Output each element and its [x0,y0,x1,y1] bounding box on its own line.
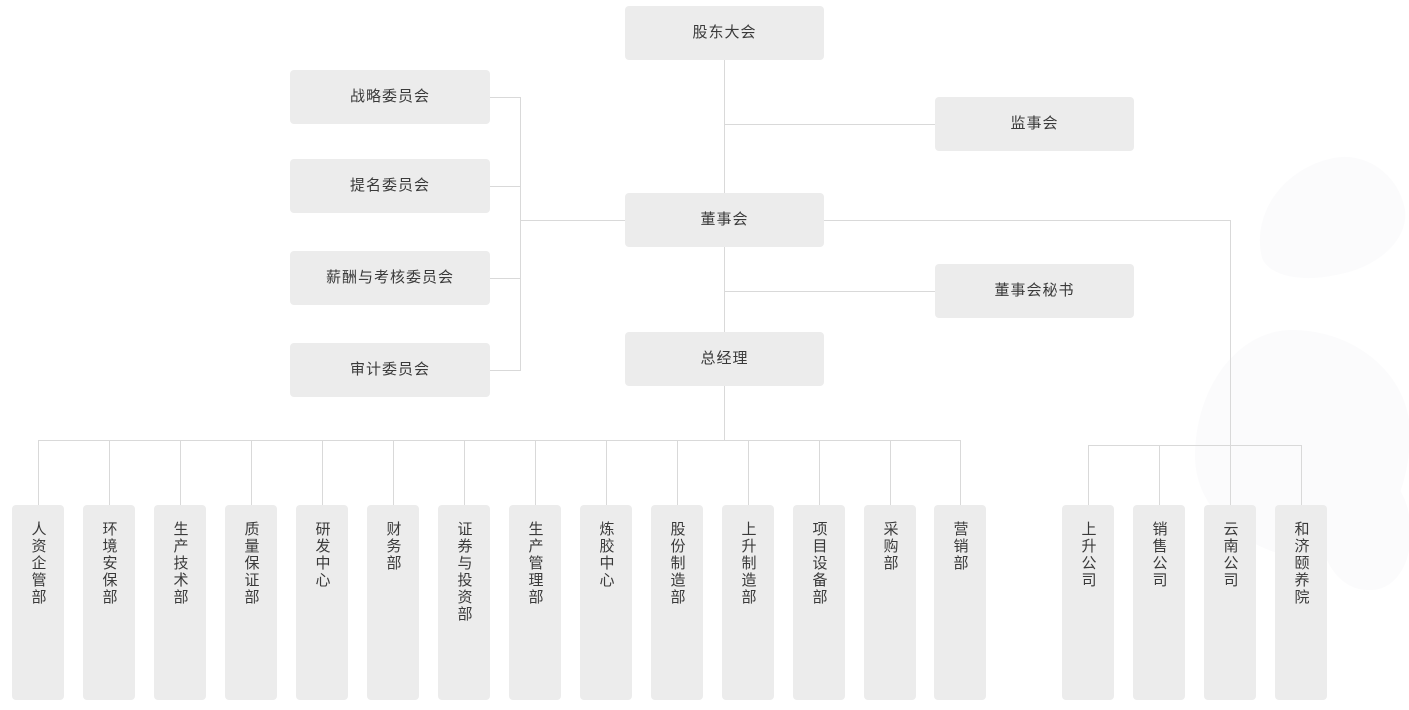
connector-department-drop [38,440,39,505]
node-committee-nomination[interactable]: 提名委员会 [290,159,490,213]
node-department-securities-investment[interactable]: 证券与投资部 [438,505,490,700]
node-subsidiary-heji-nursing-home[interactable]: 和济颐养院 [1275,505,1327,700]
node-board-of-directors[interactable]: 董事会 [625,193,824,247]
node-committee-remuneration-appraisal[interactable]: 薪酬与考核委员会 [290,251,490,305]
node-department-project-equipment[interactable]: 项目设备部 [793,505,845,700]
node-subsidiary-sales-company[interactable]: 销售公司 [1133,505,1185,700]
connector-committee-stub-3 [490,278,521,279]
connector-committee-stub-2 [490,186,521,187]
node-subsidiary-shangsheng-company[interactable]: 上升公司 [1062,505,1114,700]
node-department-shangsheng-manufacturing[interactable]: 上升制造部 [722,505,774,700]
node-label: 股份制造部 [668,521,686,606]
node-label: 营销部 [951,521,969,572]
node-department-finance[interactable]: 财务部 [367,505,419,700]
node-label: 战略委员会 [349,87,430,105]
node-label: 董事会 [700,210,749,228]
node-label: 薪酬与考核委员会 [325,268,454,286]
connector-general-manager-to-department-bus [724,386,725,440]
node-label: 财务部 [384,521,402,572]
connector-subsidiary-drop [1230,445,1231,505]
node-label: 生产管理部 [526,521,544,606]
connector-subsidiary-drop [1301,445,1302,505]
node-label: 质量保证部 [242,521,260,606]
node-department-quality-assurance[interactable]: 质量保证部 [225,505,277,700]
connector-department-drop [251,440,252,505]
node-department-hr-enterprise-management[interactable]: 人资企管部 [12,505,64,700]
node-department-shares-manufacturing[interactable]: 股份制造部 [651,505,703,700]
connector-committee-stub-4 [490,370,521,371]
node-department-marketing[interactable]: 营销部 [934,505,986,700]
node-label: 研发中心 [313,521,331,589]
node-shareholders-meeting[interactable]: 股东大会 [625,6,824,60]
connector-department-drop [677,440,678,505]
connector-department-drop [322,440,323,505]
connector-department-drop [960,440,961,505]
node-label: 生产技术部 [171,521,189,606]
connector-department-drop [109,440,110,505]
node-label: 销售公司 [1150,521,1168,589]
connector-department-bus [38,440,961,441]
node-label: 环境安保部 [100,521,118,606]
node-label: 项目设备部 [810,521,828,606]
node-label: 提名委员会 [349,176,430,194]
node-label: 炼胶中心 [597,521,615,589]
connector-department-drop [748,440,749,505]
node-department-environment-security[interactable]: 环境安保部 [83,505,135,700]
connector-department-drop [606,440,607,505]
connector-board-to-secretary [724,291,935,292]
connector-subsidiary-spine-vertical [1230,220,1231,445]
node-label: 云南公司 [1221,521,1239,589]
node-label: 审计委员会 [349,360,430,378]
connector-committee-stub-1 [490,97,521,98]
background-watermark [1320,470,1409,590]
node-label: 证券与投资部 [455,521,473,623]
connector-shareholders-to-board [724,60,725,194]
node-committee-strategy[interactable]: 战略委员会 [290,70,490,124]
node-department-rubber-mixing-center[interactable]: 炼胶中心 [580,505,632,700]
node-label: 上升公司 [1079,521,1097,589]
node-department-production-technology[interactable]: 生产技术部 [154,505,206,700]
node-label: 人资企管部 [29,521,47,606]
connector-department-drop [393,440,394,505]
connector-committee-spine [520,97,521,370]
node-label: 股东大会 [692,23,757,41]
node-supervisory-board[interactable]: 监事会 [935,97,1134,151]
connector-subsidiary-drop [1159,445,1160,505]
node-label: 采购部 [881,521,899,572]
connector-committee-spine-to-board [520,220,625,221]
node-subsidiary-yunnan-company[interactable]: 云南公司 [1204,505,1256,700]
connector-department-drop [535,440,536,505]
node-general-manager[interactable]: 总经理 [625,332,824,386]
node-committee-audit[interactable]: 审计委员会 [290,343,490,397]
connector-board-to-subsidiary-spine [824,220,1230,221]
node-label: 董事会秘书 [994,281,1075,299]
node-department-rd-center[interactable]: 研发中心 [296,505,348,700]
connector-department-drop [180,440,181,505]
node-board-secretary[interactable]: 董事会秘书 [935,264,1134,318]
node-department-production-management[interactable]: 生产管理部 [509,505,561,700]
connector-department-drop [464,440,465,505]
connector-subsidiary-drop [1088,445,1089,505]
connector-trunk-to-supervisory-board [724,124,935,125]
node-label: 总经理 [700,349,749,367]
node-label: 和济颐养院 [1292,521,1310,606]
connector-board-to-general-manager [724,247,725,332]
connector-department-drop [890,440,891,505]
connector-department-drop [819,440,820,505]
node-label: 监事会 [1010,114,1059,132]
background-watermark [1244,145,1409,290]
node-department-procurement[interactable]: 采购部 [864,505,916,700]
node-label: 上升制造部 [739,521,757,606]
connector-subsidiary-bus [1088,445,1301,446]
